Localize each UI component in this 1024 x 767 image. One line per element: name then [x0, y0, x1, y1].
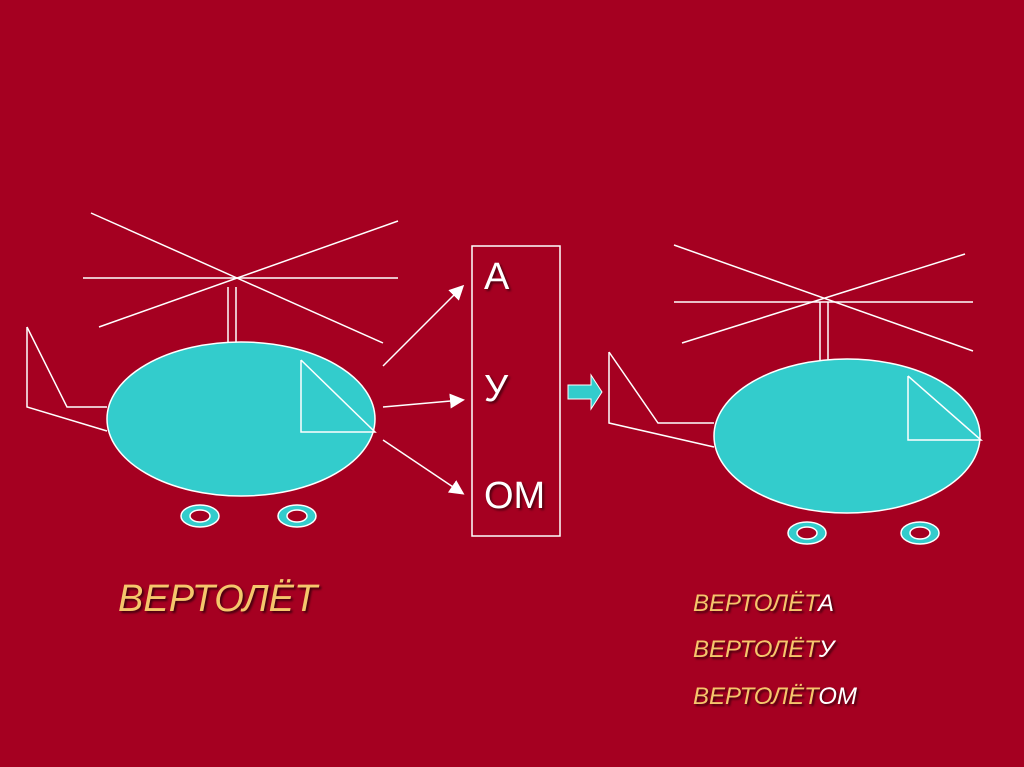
left-helicopter-icon	[26, 212, 399, 528]
word-form-om: ВЕРТОЛЁТОМ	[693, 683, 857, 711]
ending-u: У	[484, 368, 509, 410]
ending: ОМ	[818, 683, 857, 710]
word-form-a: ВЕРТОЛЁТА	[693, 590, 834, 618]
endings-box	[471, 245, 561, 537]
base-word: ВЕРТОЛЁТ	[118, 578, 318, 620]
stem: ВЕРТОЛЁТ	[693, 636, 819, 663]
stem: ВЕРТОЛЁТ	[693, 683, 819, 710]
stem: ВЕРТОЛЁТ	[693, 590, 819, 617]
word-form-u: ВЕРТОЛЁТУ	[693, 636, 834, 664]
ending-om: ОМ	[484, 475, 546, 517]
ending-arrows	[382, 284, 465, 495]
ending: А	[818, 590, 835, 617]
right-arrow-icon	[567, 373, 603, 411]
ending-a: А	[484, 256, 510, 298]
right-helicopter-icon	[608, 244, 983, 545]
ending: У	[818, 636, 835, 663]
